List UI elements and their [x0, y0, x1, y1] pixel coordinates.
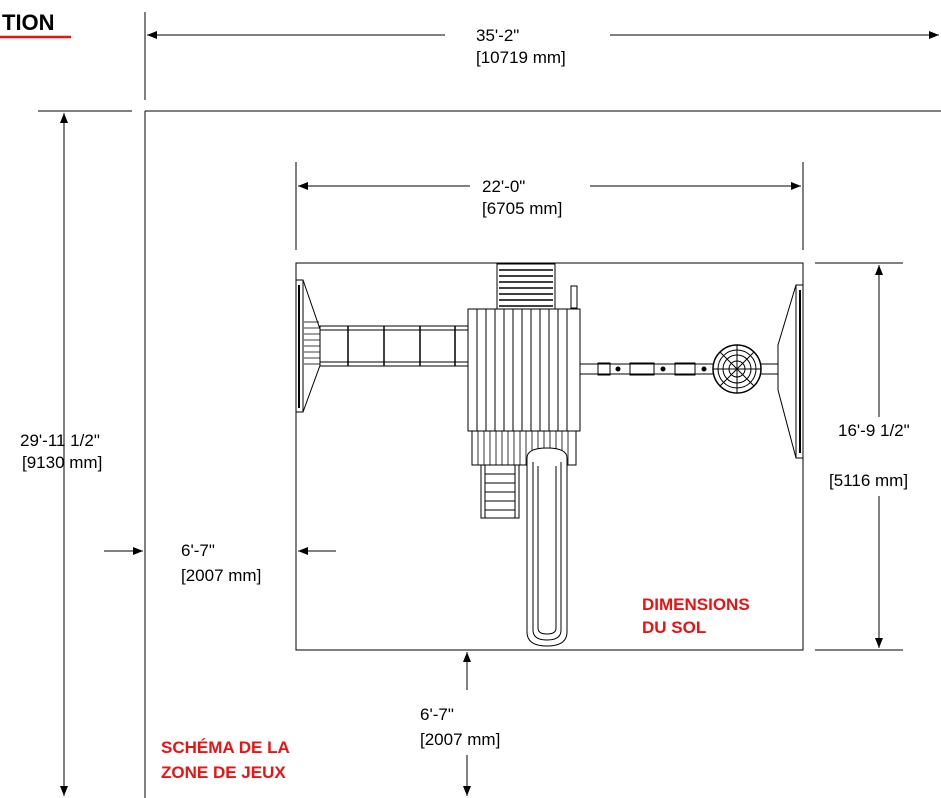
floor-width-metric: [6705 mm]: [482, 199, 562, 218]
floor-dimensions-label-line1: DIMENSIONS: [642, 595, 750, 614]
left-a-frame: [295, 279, 323, 413]
side-clearance-imperial: 6'-7": [181, 541, 215, 560]
front-clearance-imperial: 6'-7": [420, 705, 454, 724]
play-zone-label-line2: ZONE DE JEUX: [161, 763, 286, 782]
overall-width-metric: [10719 mm]: [476, 48, 566, 67]
web-swing: [712, 344, 762, 394]
floor-width-imperial: 22'-0": [482, 177, 525, 196]
front-clearance-metric: [2007 mm]: [420, 730, 500, 749]
side-clearance-metric: [2007 mm]: [181, 566, 261, 585]
climbing-wall: [496, 263, 578, 311]
play-zone-label-line1: SCHÉMA DE LA: [161, 738, 290, 757]
main-deck: [467, 308, 581, 432]
overall-width-imperial: 35'-2": [476, 26, 519, 45]
page-title: TION: [2, 10, 55, 35]
play-zone-outline: [38, 12, 941, 798]
monkey-bars: [319, 325, 469, 367]
floor-depth-dimension: [815, 262, 903, 651]
playset-structure: [295, 263, 804, 647]
slide: [526, 447, 568, 647]
floor-depth-imperial: 16'-9 1/2": [838, 421, 910, 440]
overall-depth-imperial: 29'-11 1/2": [20, 431, 100, 450]
ladder: [480, 464, 520, 519]
right-a-frame: [777, 284, 804, 459]
overall-depth-metric: [9130 mm]: [22, 453, 102, 472]
floor-dimensions-label-line2: DU SOL: [642, 618, 706, 637]
floor-width-dimension: [295, 162, 804, 250]
floor-depth-metric: [5116 mm]: [829, 471, 908, 490]
